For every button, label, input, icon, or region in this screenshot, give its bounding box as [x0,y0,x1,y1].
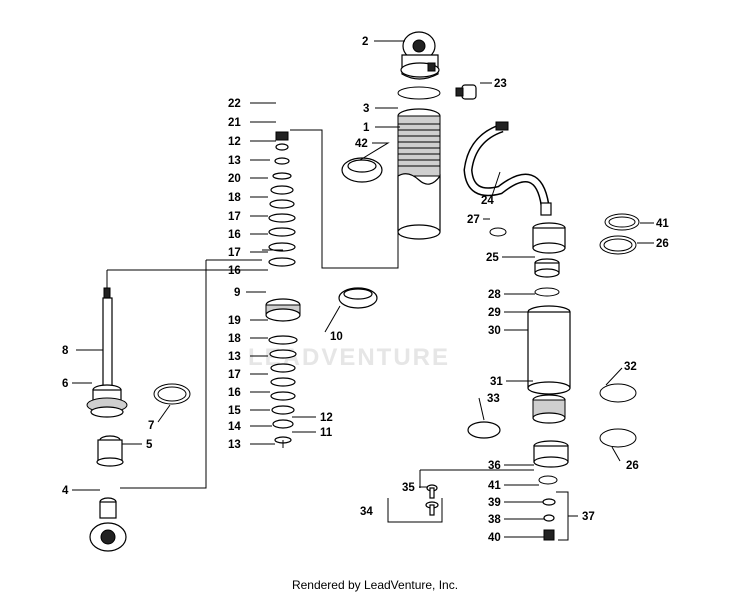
bumper-5-part [96,435,124,467]
cap-40-part [543,529,555,541]
assembly-line-bottom [419,469,534,488]
bracket-34 [387,498,443,523]
callout-26: 26 [626,460,639,472]
footer-credit: Rendered by LeadVenture, Inc. [291,578,459,592]
oring-26a-part [599,235,637,255]
callout-29: 29 [488,307,501,319]
leader-lines [72,40,654,538]
oring-part [397,86,441,100]
callout-37: 37 [582,511,595,523]
callout-28: 28 [488,289,501,301]
callout-25: 25 [486,252,499,264]
fitting-part [455,84,477,100]
callout-12: 12 [228,136,241,148]
piston-9-part [265,298,301,322]
oring-26b-part [599,428,637,448]
callout-36: 36 [488,460,501,472]
end-cap-36-part [533,440,569,468]
screw-35-part [425,484,439,516]
callout-23: 23 [494,78,507,90]
callout-20: 20 [228,173,241,185]
washer-38-part [543,514,555,522]
callout-24: 24 [481,195,494,207]
lower-eyelet-4-part [89,497,127,552]
shaft-8-part [102,287,113,389]
bracket-37 [556,491,578,541]
assembly-line-left [120,249,284,489]
callout-41: 41 [656,218,669,230]
callout-16: 16 [228,265,241,277]
seal-head-6-part [86,384,128,418]
oring-41b-part [538,475,558,485]
callout-19: 19 [228,315,241,327]
callout-6: 6 [62,378,68,390]
retaining-ring-part [341,157,383,183]
callout-27: 27 [467,214,480,226]
assembly-line-top [290,129,399,269]
oring-41a-part [604,213,640,231]
callout-7: 7 [148,420,154,432]
callout-38: 38 [488,514,501,526]
piston-31-part [532,394,566,424]
oring-29-part [534,287,560,297]
callout-11: 11 [320,427,333,439]
callout-3: 3 [363,103,369,115]
oring-32-part [599,383,637,403]
callout-17: 17 [228,211,241,223]
callout-15: 15 [228,405,241,417]
callout-1: 1 [363,122,370,134]
hose-part [463,121,552,216]
callout-17: 17 [228,369,241,381]
eyelet-mount-part [400,31,440,80]
callout-4: 4 [62,485,69,497]
callout-40: 40 [488,532,501,544]
callout-9: 9 [234,287,240,299]
callout-31: 31 [490,376,503,388]
callout-10: 10 [330,331,343,343]
ring-33-part [467,421,501,439]
cylinder-30-part [527,305,571,395]
washer-27-part [489,227,507,237]
callout-13: 13 [228,351,241,363]
callout-18: 18 [228,192,241,204]
callout-41: 41 [488,480,501,492]
callout-22: 22 [228,98,241,110]
callout-14: 14 [228,421,241,433]
bushing-28-part [534,258,560,278]
callout-5: 5 [146,439,153,451]
callout-42: 42 [355,138,368,150]
callout-8: 8 [62,345,69,357]
callout-34: 34 [360,506,373,518]
oring-7-part [153,383,191,405]
callout-33: 33 [487,393,500,405]
callout-21: 21 [228,117,241,129]
callout-35: 35 [402,482,415,494]
callout-12: 12 [320,412,333,424]
reservoir-body-part [397,108,441,240]
callout-39: 39 [488,497,501,509]
callout-16: 16 [228,387,241,399]
valve-39-part [542,498,556,506]
piston-ring-10-part [338,287,378,309]
callout-13: 13 [228,439,241,451]
callout-30: 30 [488,325,501,337]
callout-17: 17 [228,247,241,259]
assembly-line-shaft [106,269,262,288]
shim-stack-top [268,143,296,267]
callout-16: 16 [228,229,241,241]
reservoir-cap-part [532,222,566,254]
callout-26: 26 [656,238,669,250]
callout-32: 32 [624,361,637,373]
callout-18: 18 [228,333,241,345]
callout-13: 13 [228,155,241,167]
nut-22-part [275,131,289,141]
shim-stack-bottom [268,335,298,444]
callout-2: 2 [362,36,368,48]
